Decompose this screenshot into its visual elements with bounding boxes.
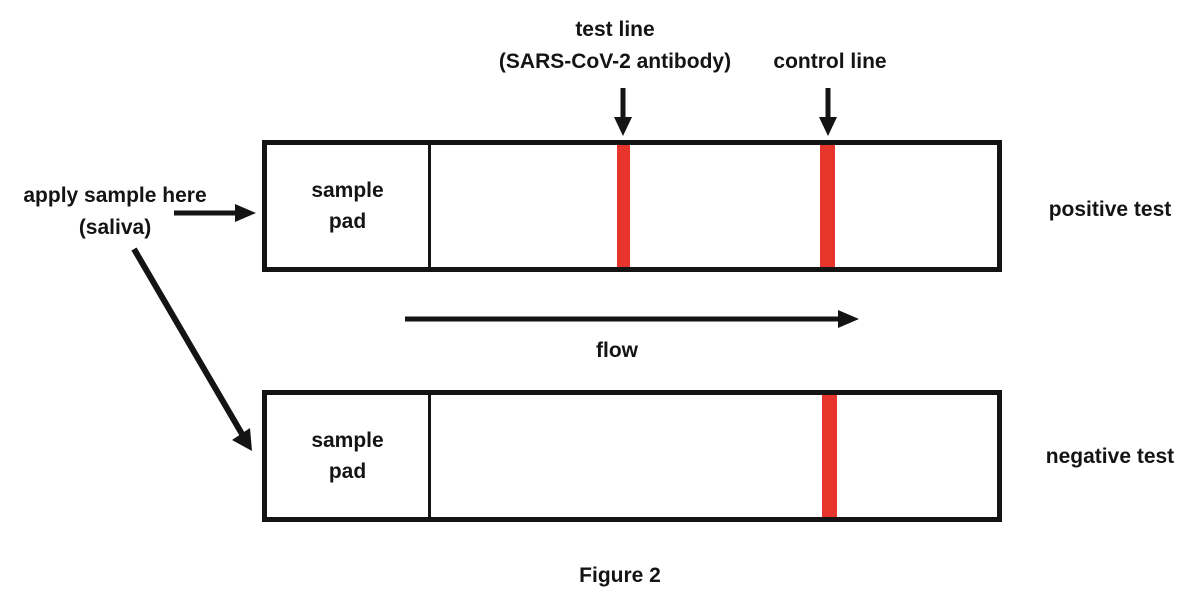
test-line-stripe [617, 145, 630, 267]
control-line-down-arrow-icon [819, 88, 837, 136]
sample-pad-label-line1: sample [311, 179, 384, 202]
sample-pad-divider [428, 145, 431, 267]
negative-test-label: negative test [1045, 445, 1175, 468]
flow-arrow-icon [405, 310, 859, 328]
sample-pad-label: sample pad [267, 395, 428, 517]
negative-test-strip: sample pad [262, 390, 1002, 522]
test-line-callout: test line (SARS-CoV-2 antibody) [455, 14, 775, 78]
sample-pad-label-line2: pad [328, 210, 367, 233]
test-line-down-arrow-icon [614, 88, 632, 136]
apply-sample-diagonal-arrow-icon [131, 247, 252, 451]
control-line-callout-label: control line [773, 50, 887, 73]
control-line-stripe [822, 395, 837, 517]
apply-sample-right-arrow-icon [174, 204, 256, 222]
sample-pad-divider [428, 395, 431, 517]
control-line-callout: control line [740, 46, 920, 78]
flow-label: flow [596, 339, 638, 362]
apply-sample-callout: apply sample here (saliva) [5, 180, 225, 244]
test-line-callout-line1: test line [575, 18, 655, 41]
apply-sample-callout-line1: apply sample here [23, 184, 207, 207]
figure-caption: Figure 2 [579, 564, 661, 587]
control-line-stripe [820, 145, 835, 267]
sample-pad-label-line1: sample [311, 429, 384, 452]
positive-test-strip: sample pad [262, 140, 1002, 272]
test-line-callout-line2: (SARS-CoV-2 antibody) [498, 50, 732, 73]
positive-test-label: positive test [1048, 198, 1172, 221]
sample-pad-label-line2: pad [328, 460, 367, 483]
sample-pad-label: sample pad [267, 145, 428, 267]
apply-sample-callout-line2: (saliva) [78, 216, 152, 239]
